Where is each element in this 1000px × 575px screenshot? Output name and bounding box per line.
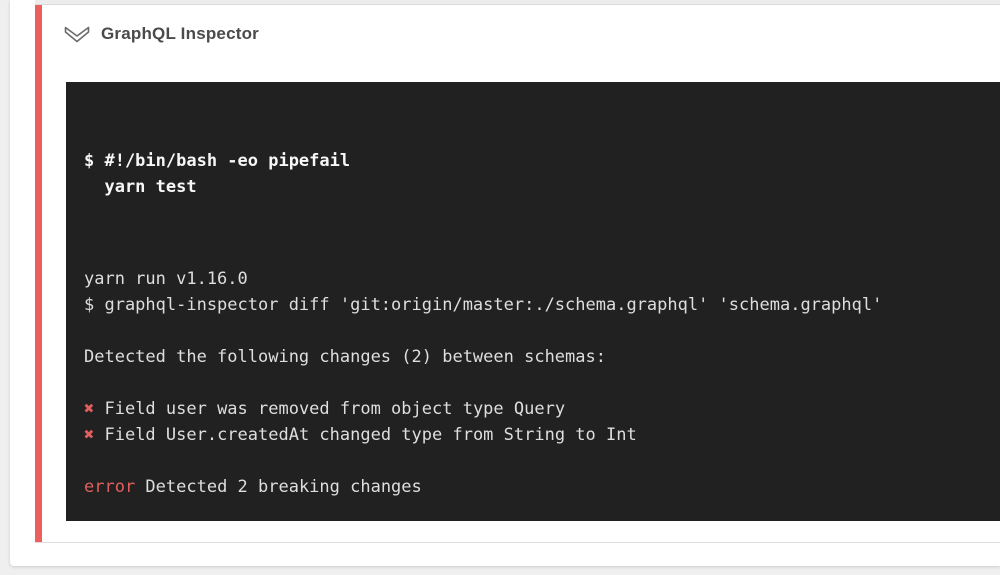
step-title: GraphQL Inspector xyxy=(101,24,260,43)
terminal-line: error Detected 2 breaking changes xyxy=(84,477,422,497)
terminal-line: yarn test xyxy=(84,177,197,197)
step-header[interactable]: GraphQL Inspector xyxy=(35,5,1000,45)
terminal-line: ✖ Field User.createdAt changed type from… xyxy=(84,425,637,445)
terminal-line xyxy=(84,448,982,474)
terminal-line: Detected the following changes (2) betwe… xyxy=(84,347,606,367)
failed-step-section: GraphQL Inspector $ #!/bin/bash -eo pipe… xyxy=(35,4,1000,543)
terminal-line xyxy=(84,318,982,344)
terminal-line: $ #!/bin/bash -eo pipefail xyxy=(84,151,351,171)
terminal-command-block: $ #!/bin/bash -eo pipefail yarn test xyxy=(84,148,982,200)
build-step-card: GraphQL Inspector $ #!/bin/bash -eo pipe… xyxy=(10,0,1000,566)
terminal-line xyxy=(84,500,982,521)
previous-step-edge xyxy=(35,0,1000,4)
terminal-line xyxy=(84,370,982,396)
terminal-line: ✖ Field user was removed from object typ… xyxy=(84,399,566,419)
collapse-chevron-icon[interactable] xyxy=(63,23,91,45)
failed-step-accent-bar xyxy=(35,5,42,542)
terminal-line: yarn run v1.16.0 xyxy=(84,269,248,289)
terminal-output: $ #!/bin/bash -eo pipefail yarn test yar… xyxy=(66,82,1000,521)
terminal-line: $ graphql-inspector diff 'git:origin/mas… xyxy=(84,295,883,315)
terminal-output-block: yarn run v1.16.0 $ graphql-inspector diff… xyxy=(84,266,982,521)
